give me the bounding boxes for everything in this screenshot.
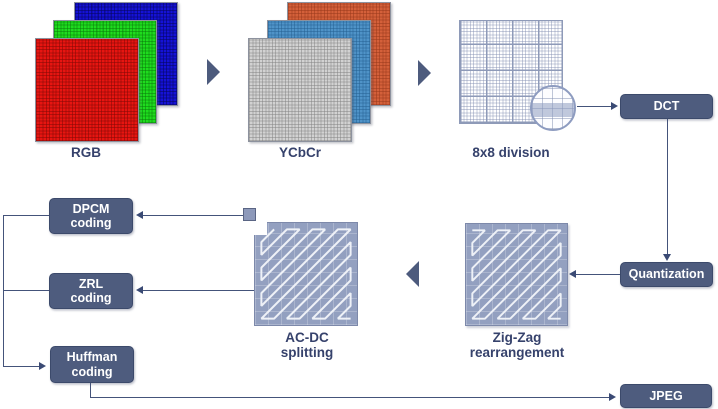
quantization-node: Quantization [620,262,713,287]
magnifier-icon [530,85,576,131]
connector-line [667,119,669,254]
arrowhead-icon [136,286,143,294]
connector-line [3,214,49,216]
arrowhead-icon [569,270,576,278]
connector-line [90,396,610,398]
jpeg-node: JPEG [620,384,712,408]
zigzag-tile [465,223,568,326]
rgb-red-channel-square [35,38,139,142]
dpcm-node-label: DPCM coding [70,201,112,230]
arrowhead-icon [136,211,143,219]
huffman-node-label: Huffman coding [66,350,118,379]
arrowhead-icon [609,393,616,401]
ycbcr-y-channel-square [248,38,352,142]
arrowhead-icon [611,102,618,110]
connector-line [3,214,5,367]
connector-line [90,383,92,397]
ycbcr-label: YCbCr [278,145,321,160]
zigzag-path-graphic [471,229,562,320]
zrl-node-label: ZRL coding [70,276,112,305]
rgb-label: RGB [71,145,101,160]
connector-line [3,289,49,291]
acdc-tile [254,222,358,326]
flow-arrow-right-icon [418,60,431,86]
connector-line [577,106,612,108]
arrowhead-icon [39,362,46,370]
arrowhead-icon [663,254,671,261]
dct-node-label: DCT [653,99,680,114]
zrl-node: ZRL coding [49,273,133,309]
connector-line [3,365,39,367]
connector-line [142,214,243,216]
dc-coefficient-square [243,208,256,221]
acdc-label-line1: AC-DC [285,330,329,345]
connector-line [575,273,620,275]
jpeg-node-label: JPEG [649,388,683,403]
connector-line [142,289,254,291]
huffman-node: Huffman coding [50,346,134,383]
flow-arrow-right-icon [207,59,220,85]
quantization-node-label: Quantization [628,267,705,282]
acdc-label: AC-DC splitting [237,330,377,360]
zigzag-label-line2: rearrangement [469,344,565,360]
dct-node: DCT [620,94,713,119]
flow-arrow-left-icon [406,261,419,287]
division-label: 8x8 division [472,145,550,160]
zigzag-label: Zig-Zag rearrangement [447,330,587,360]
acdc-zigzag-path-graphic [260,228,352,320]
acdc-label-line2: splitting [280,344,334,360]
dpcm-node: DPCM coding [49,198,133,234]
zigzag-label-line1: Zig-Zag [492,330,542,345]
